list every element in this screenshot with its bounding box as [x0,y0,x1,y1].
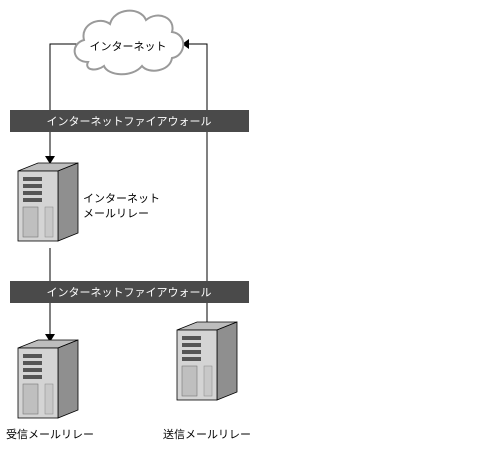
server-icon [176,321,238,401]
cloud-icon [73,9,185,76]
firewall-top-label: インターネットファイアウォール [47,115,212,128]
firewall-bottom-bar [10,281,249,303]
firewall-bottom-label: インターネットファイアウォール [47,286,212,299]
internet-relay: インターネット メールリレー [17,162,160,242]
firewall-bottom: インターネットファイアウォール [10,281,249,303]
server-icon [17,162,79,242]
outbound-relay-label: 送信メールリレー [163,427,251,441]
internet-cloud: インターネット [73,9,185,76]
inbound-relay: 受信メールリレー [6,339,94,441]
internet-relay-label-line1: インターネット [83,192,160,205]
outbound-path [184,43,208,322]
arrow-icon [45,39,189,342]
server-icon [17,339,79,419]
outbound-relay: 送信メールリレー [163,321,251,441]
firewall-top-bar [10,110,249,132]
inbound-path-top [49,43,85,162]
internet-relay-label-line2: メールリレー [83,207,149,220]
inbound-relay-label: 受信メールリレー [6,428,94,441]
firewall-top: インターネットファイアウォール [10,110,249,132]
internet-label: インターネット [90,40,167,53]
